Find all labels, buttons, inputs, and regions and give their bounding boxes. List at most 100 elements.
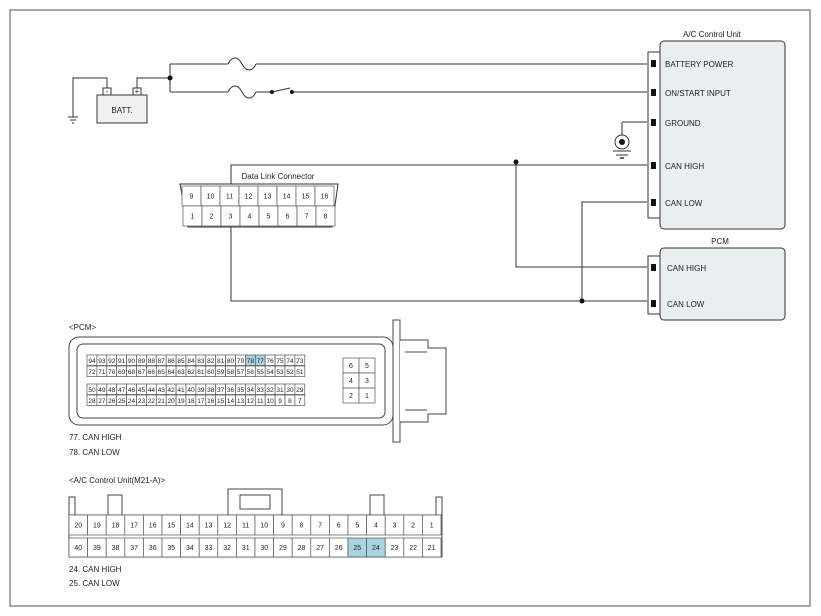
pin-number: 4 <box>374 523 378 530</box>
pin-number: 4 <box>349 378 353 385</box>
battery: - + BATT. <box>68 77 170 124</box>
pcm-connector-pin: 50 <box>86 383 98 395</box>
pcm-connector-pin: 30 <box>284 383 296 395</box>
pin-number: 7 <box>318 523 322 530</box>
pcm-connector-pin: 75 <box>274 354 286 366</box>
pcm-connector-pin: 87 <box>155 354 167 366</box>
pcm-connector-pin: 61 <box>195 365 207 377</box>
pin-number: 65 <box>158 369 166 376</box>
pcm-connector-lever <box>392 319 401 443</box>
pcm-connector-pin: 48 <box>106 383 118 395</box>
pin-number: 25 <box>118 398 126 405</box>
pin-number: 3 <box>365 378 369 385</box>
pcm-connector-pin: 37 <box>215 383 226 395</box>
pcm-connector-pin: 8 <box>284 394 296 406</box>
dlc-pin: 13 <box>257 185 278 207</box>
dlc-pin: 6 <box>277 205 298 227</box>
pcm-connector-pin: 63 <box>175 365 187 377</box>
ac-connector-pin: 22 <box>403 537 423 558</box>
fuse-icon <box>227 57 257 71</box>
ac-note-can-high: 24. CAN HIGH <box>69 565 122 574</box>
ac-connector-pin: 2 <box>403 514 423 536</box>
pin-number: 6 <box>286 214 290 221</box>
pin-number: 40 <box>187 387 195 394</box>
ac-connector-pin: 11 <box>236 514 256 536</box>
pin-number: 50 <box>88 387 96 394</box>
ac-pin-on-start-input: ON/START INPUT <box>665 89 731 98</box>
pin-number: 21 <box>428 545 436 552</box>
pin-number: 93 <box>98 358 106 365</box>
ac-connector-pin: 12 <box>217 514 237 536</box>
pin-number: 73 <box>296 358 304 365</box>
pin-number: 48 <box>108 387 116 394</box>
dlc-pin: 5 <box>258 205 279 227</box>
pin-number: 3 <box>393 523 397 530</box>
pcm-connector-pin: 24 <box>126 394 137 406</box>
ac-connector-pin: 1 <box>422 514 442 536</box>
pin-number: 12 <box>245 194 253 201</box>
pin-number: 8 <box>288 398 292 405</box>
pin-number: 83 <box>197 358 205 365</box>
ac-connector-pin: 17 <box>124 514 144 536</box>
ac-connector-pin: 32 <box>217 537 237 558</box>
pcm-connector-pin: 29 <box>294 383 306 395</box>
pin-number: 2 <box>411 523 415 530</box>
pcm-connector-pin: 20 <box>165 394 177 406</box>
pcm-connector-pin: 60 <box>205 365 217 377</box>
dlc-pin: 11 <box>219 185 240 207</box>
pin-number: 46 <box>128 387 136 394</box>
pin-number: 10 <box>267 398 275 405</box>
pin-number: 11 <box>242 523 249 530</box>
ac-note-can-low: 25. CAN LOW <box>69 579 120 588</box>
pin-number: 77 <box>257 358 265 365</box>
ac-connector-pin: 24 <box>366 537 386 558</box>
pcm-connector-pin: 68 <box>126 365 137 377</box>
pin-number: 2 <box>210 214 214 221</box>
pin-number: 25 <box>353 545 361 552</box>
ac-connector-pin: 19 <box>87 514 107 536</box>
dlc-pin: 2 <box>201 205 222 227</box>
pin-number: 92 <box>108 358 116 365</box>
pcm-connector-pin: 15 <box>215 394 226 406</box>
ac-connector-pin: 15 <box>161 514 181 536</box>
pin-number: 39 <box>197 387 205 394</box>
pin-number: 68 <box>128 369 136 376</box>
ac-connector-pin: 39 <box>87 537 107 558</box>
pin-number: 17 <box>130 523 138 530</box>
pin-number: 38 <box>207 387 215 394</box>
pcm-connector-pin: 42 <box>165 383 177 395</box>
pcm-connector-pin: 67 <box>136 365 147 377</box>
pcm-connector-pin: 78 <box>245 354 256 366</box>
pin-number: 94 <box>88 358 96 365</box>
dlc-pin: 8 <box>315 205 336 227</box>
ac-connector-pin: 7 <box>310 514 330 536</box>
pcm-connector-pin: 2 <box>342 387 360 404</box>
pin-number: 49 <box>98 387 106 394</box>
pin-number: 1 <box>430 523 434 530</box>
pcm-connector-pin: 14 <box>225 394 236 406</box>
pcm-title: PCM <box>711 237 729 246</box>
pin-number: 18 <box>112 523 120 530</box>
pcm-body <box>659 247 786 321</box>
pin-number: 39 <box>93 545 101 552</box>
pcm-connector-pin: 33 <box>254 383 266 395</box>
pin-number: 38 <box>112 545 120 552</box>
pin-number: 16 <box>207 398 215 405</box>
pin-number: 29 <box>279 545 287 552</box>
pcm-connector-pin: 40 <box>185 383 197 395</box>
pin-number: 79 <box>237 358 245 365</box>
pcm-connector-pin: 77 <box>254 354 266 366</box>
pin-number: 15 <box>167 523 175 530</box>
ground-symbol-icon <box>613 121 647 159</box>
ac-connector-pin: 9 <box>273 514 293 536</box>
pcm-connector-pin: 72 <box>86 365 98 377</box>
pcm-connector-pin: 11 <box>254 394 266 406</box>
pin-number: 5 <box>365 363 369 370</box>
pin-number: 51 <box>296 369 304 376</box>
pcm-connector-pin: 47 <box>116 383 127 395</box>
pcm-connector-pin: 7 <box>294 394 306 406</box>
battery-body <box>96 94 148 124</box>
pin-number: 58 <box>227 369 235 376</box>
pin-number: 2 <box>349 393 353 400</box>
